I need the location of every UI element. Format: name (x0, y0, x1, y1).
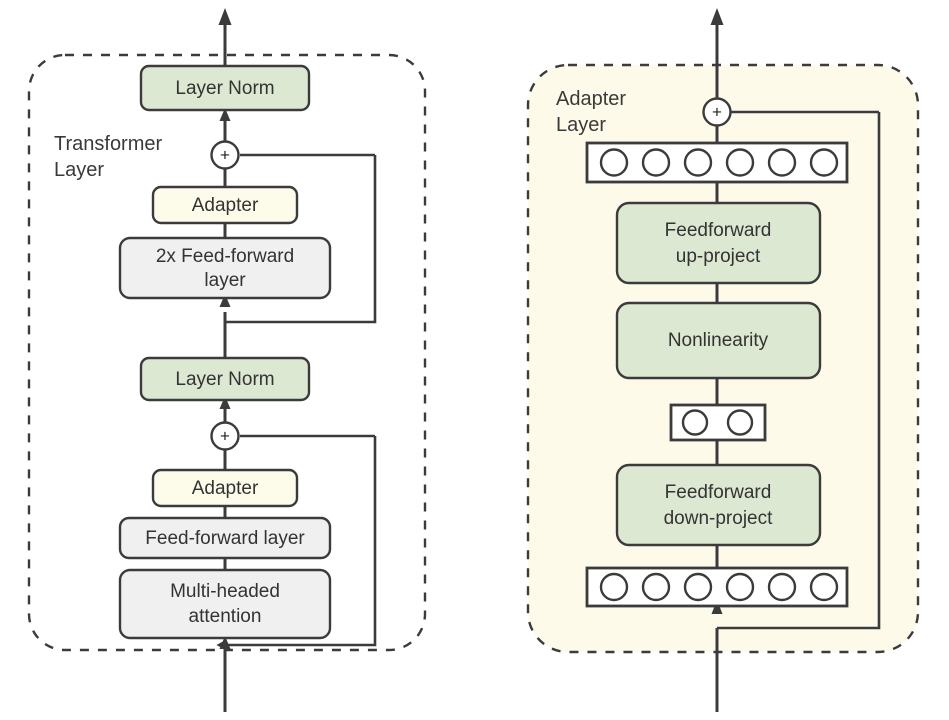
adapter-layer-title-line1: Adapter (556, 88, 626, 110)
layer-norm-bottom-box (139, 356, 311, 402)
arrowhead-to-layer-norm-bottom (219, 396, 231, 409)
neuron (599, 148, 629, 177)
neuron-row-bottleneck (669, 403, 767, 442)
arrowhead-to-layer-norm-top (219, 108, 231, 121)
adder-bottom-symbol: + (220, 426, 230, 445)
feed-forward-layer-box (118, 516, 332, 560)
block-adapter-top: Adapter (151, 185, 299, 225)
transformer-layer-panel: Transformer Layer (27, 8, 427, 712)
block-layer-norm-bottom: Layer Norm (139, 356, 311, 402)
feedforward-down-project-label-line1: Feedforward (665, 482, 772, 503)
adapter-top-label: Adapter (192, 195, 259, 216)
adder-top: + (210, 140, 240, 170)
feedforward-up-project-label-line1: Feedforward (665, 220, 772, 241)
arrowhead-to-multi-headed-attention (219, 636, 231, 649)
adder-adapter-symbol: + (712, 102, 722, 121)
block-adapter-bottom: Adapter (151, 468, 299, 508)
multi-headed-attention-label-line2: attention (189, 606, 262, 627)
adapter-bottom-box (151, 468, 299, 508)
multi-headed-attention-box (118, 568, 332, 640)
neuron (726, 409, 754, 436)
transformer-layer-title-line2: Layer (54, 159, 104, 181)
neuron-row-top (585, 141, 849, 184)
block-feedforward-down-project: Feedforward down-project (615, 463, 822, 547)
arrowhead-to-ff2x (219, 294, 231, 307)
neuron (683, 572, 713, 602)
feed-forward-2x-box (118, 236, 332, 300)
feed-forward-2x-label-line1: 2x Feed-forward (156, 246, 294, 267)
neuron (681, 409, 709, 436)
feed-forward-2x-label-line2: layer (204, 270, 246, 291)
neuron (725, 148, 755, 177)
skip-connection-top (225, 155, 377, 324)
feedforward-down-project-box (615, 463, 822, 547)
neuron (725, 572, 755, 602)
block-layer-norm-top: Layer Norm (139, 64, 311, 112)
neuron (809, 572, 839, 602)
adder-top-symbol: + (220, 145, 230, 164)
neuron-row-top-box (585, 141, 849, 184)
multi-headed-attention-label-line1: Multi-headed (170, 581, 280, 602)
neuron (683, 148, 713, 177)
neuron-row-bottom (585, 566, 849, 608)
adapter-layer-title-line2: Layer (556, 114, 606, 136)
layer-norm-bottom-label: Layer Norm (175, 369, 274, 390)
nonlinearity-box (615, 301, 822, 380)
block-feedforward-up-project: Feedforward up-project (615, 201, 822, 285)
transformer-layer-title-line1: Transformer (54, 133, 163, 155)
block-multi-headed-attention: Multi-headed attention (118, 568, 332, 640)
nonlinearity-label: Nonlinearity (668, 330, 769, 351)
neuron (809, 148, 839, 177)
layer-norm-top-label: Layer Norm (175, 78, 274, 99)
feedforward-up-project-box (615, 201, 822, 285)
adder-top-circle (210, 140, 240, 170)
block-feed-forward-2x: 2x Feed-forward layer (118, 236, 332, 300)
transformer-layer-dashed-border (27, 53, 427, 652)
layer-norm-top-box (139, 64, 311, 112)
feedforward-down-project-label-line2: down-project (664, 508, 773, 529)
adder-bottom-circle (210, 421, 240, 451)
arrowhead-output-right-panel (710, 8, 724, 25)
adapter-top-box (151, 185, 299, 225)
block-nonlinearity: Nonlinearity (615, 301, 822, 380)
adder-bottom: + (210, 421, 240, 451)
adapter-layer-panel: Adapter Layer (526, 8, 920, 712)
neuron (767, 572, 797, 602)
neuron-row-bottom-box (585, 566, 849, 608)
neuron (599, 572, 629, 602)
adapter-skip-connection (717, 112, 881, 630)
block-feed-forward-layer: Feed-forward layer (118, 516, 332, 560)
adapter-bottom-label: Adapter (192, 478, 259, 499)
feedforward-up-project-label-line2: up-project (676, 246, 761, 267)
adder-adapter-circle (702, 97, 732, 127)
adder-adapter: + (702, 97, 732, 127)
neuron (767, 148, 797, 177)
feed-forward-layer-label: Feed-forward layer (145, 528, 305, 549)
neuron (641, 148, 671, 177)
arrowhead-output-left-panel (218, 8, 232, 25)
skip-connection-bottom (225, 436, 377, 647)
neuron (641, 572, 671, 602)
